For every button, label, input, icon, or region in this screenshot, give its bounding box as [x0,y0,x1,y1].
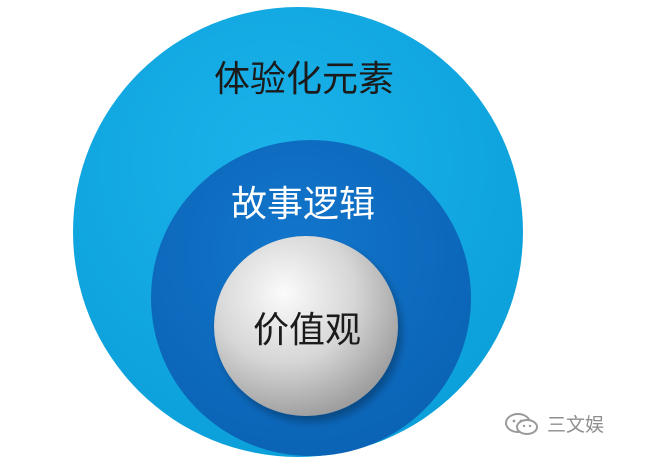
watermark: 三文娱 [504,410,604,437]
watermark-text: 三文娱 [546,414,604,436]
inner-circle [214,236,398,416]
inner-label: 价值观 [253,310,361,351]
wechat-icon [504,412,539,435]
middle-label: 故事逻辑 [231,184,375,225]
outer-label: 体验化元素 [214,59,394,100]
